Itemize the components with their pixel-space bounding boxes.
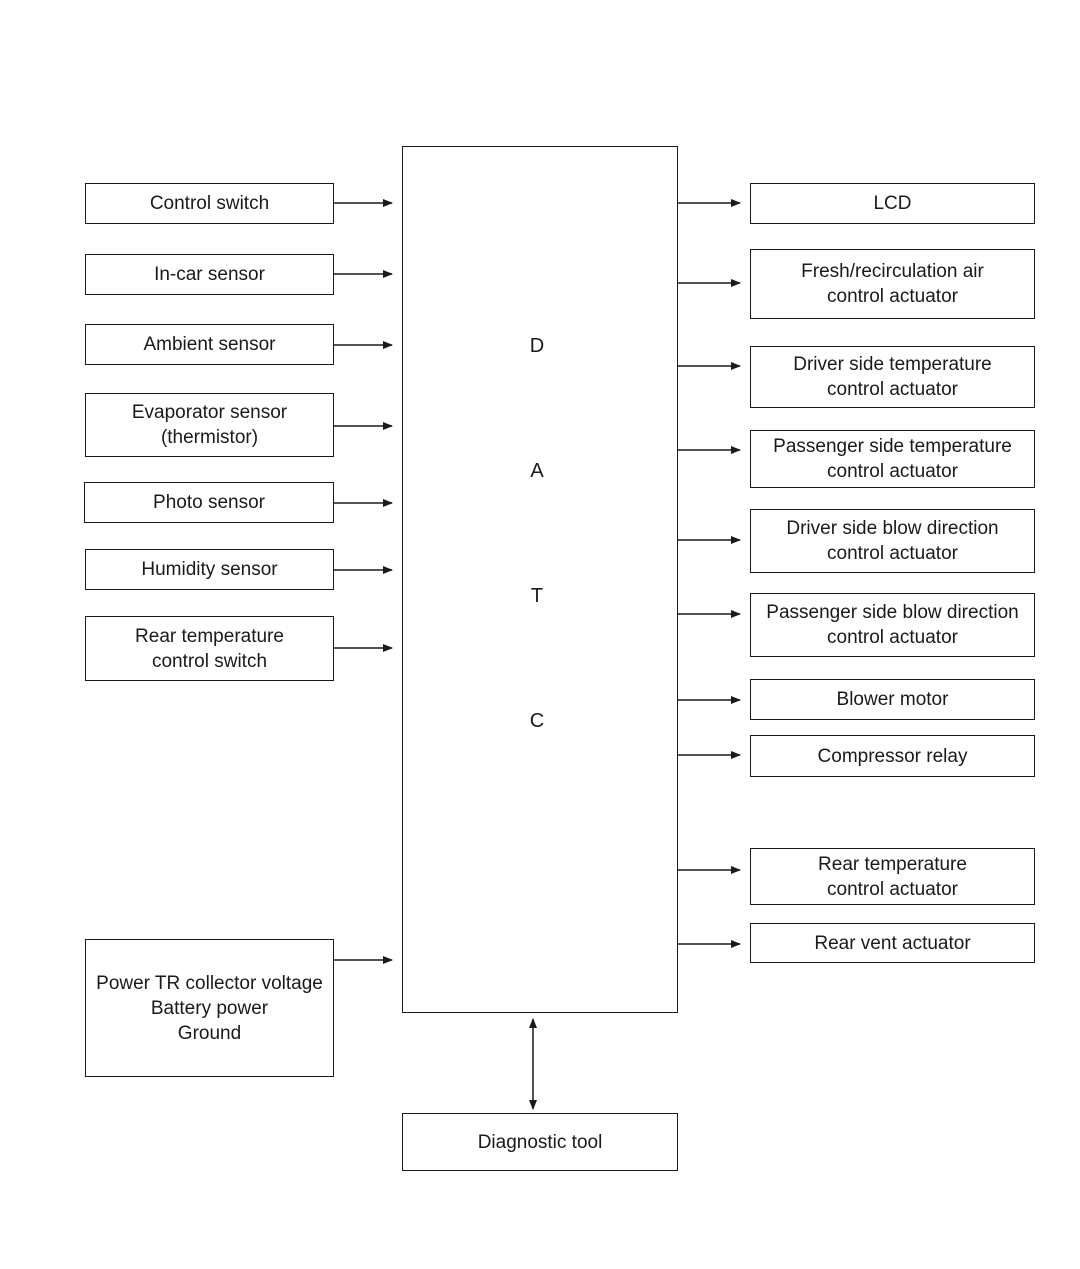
datc-controller (402, 146, 678, 1013)
output-passenger-blow-direction-actuator: Passenger side blow direction control ac… (750, 593, 1035, 657)
output-blower-motor: Blower motor (750, 679, 1035, 720)
output-passenger-temperature-actuator: Passenger side temperature control actua… (750, 430, 1035, 488)
output-label: Passenger side temperature control actua… (773, 436, 1012, 482)
input-label: In-car sensor (154, 264, 265, 285)
datc-letter-t: T (530, 585, 544, 607)
output-label: Fresh/recirculation air control actuator (801, 261, 984, 307)
datc-letter-c: C (529, 710, 545, 732)
input-label: Control switch (149, 193, 270, 214)
diagnostic-tool-label: Diagnostic tool (477, 1131, 603, 1153)
output-fresh-recirculation-actuator: Fresh/recirculation air control actuator (750, 249, 1035, 319)
input-evaporator-sensor: Evaporator sensor (thermistor) (85, 393, 334, 457)
output-driver-temperature-actuator: Driver side temperature control actuator (750, 346, 1035, 408)
output-rear-vent-actuator: Rear vent actuator (750, 923, 1035, 963)
output-label: Driver side blow direction control actua… (786, 518, 999, 564)
output-lcd: LCD (750, 183, 1035, 224)
input-label: Humidity sensor (141, 559, 278, 580)
output-label: Compressor relay (817, 745, 968, 767)
input-power-inputs: Power TR collector voltage Battery power… (85, 939, 334, 1077)
input-in-car-sensor: In-car sensor (85, 254, 334, 295)
output-label: Rear temperature control actuator (818, 853, 967, 900)
input-label: Evaporator sensor (thermistor) (131, 402, 288, 448)
output-label: Blower motor (836, 689, 949, 710)
output-rear-temperature-actuator: Rear temperature control actuator (750, 848, 1035, 905)
input-control-switch: Control switch (85, 183, 334, 224)
output-label: LCD (873, 193, 912, 214)
input-photo-sensor: Photo sensor (84, 482, 334, 523)
input-label: Power TR collector voltage Battery power… (96, 972, 323, 1044)
output-label: Driver side temperature control actuator (793, 354, 992, 400)
output-compressor-relay: Compressor relay (750, 735, 1035, 777)
diagnostic-tool-box: Diagnostic tool (402, 1113, 678, 1171)
input-humidity-sensor: Humidity sensor (85, 549, 334, 590)
input-label: Rear temperature control switch (135, 625, 284, 672)
input-label: Ambient sensor (143, 334, 276, 355)
datc-letter-d: D (529, 335, 545, 357)
datc-letter-a: A (530, 460, 544, 482)
output-label: Rear vent actuator (814, 932, 971, 954)
output-driver-blow-direction-actuator: Driver side blow direction control actua… (750, 509, 1035, 573)
input-label: Photo sensor (153, 492, 265, 513)
input-ambient-sensor: Ambient sensor (85, 324, 334, 365)
output-label: Passenger side blow direction control ac… (766, 602, 1019, 648)
input-rear-temperature-control-switch: Rear temperature control switch (85, 616, 334, 681)
